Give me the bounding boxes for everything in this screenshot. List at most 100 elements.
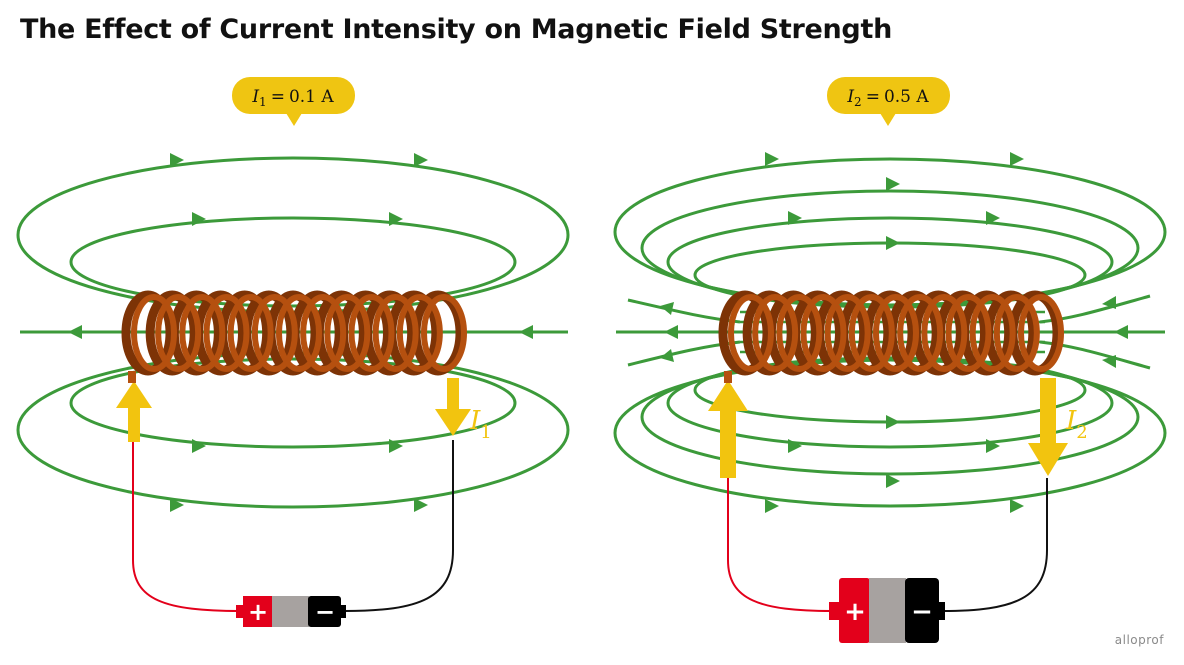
right-battery: + − xyxy=(829,578,945,643)
coil-turn xyxy=(348,294,395,372)
coil-turn xyxy=(848,294,895,372)
field-direction-arrow xyxy=(986,211,1000,225)
left-negative-wire xyxy=(344,440,454,612)
coil-turn xyxy=(728,294,774,372)
coil-turn xyxy=(251,294,298,372)
field-loop-inner-bottom xyxy=(69,357,517,449)
coil-turn xyxy=(131,294,177,372)
field-direction-arrow xyxy=(788,211,802,225)
left-current-arrow-subscript: 1 xyxy=(480,422,491,443)
field-direction-arrow xyxy=(664,325,678,339)
field-direction-arrow xyxy=(170,153,184,167)
field-direction-arrow xyxy=(788,439,802,453)
field-direction-arrow xyxy=(660,302,674,315)
right-battery-minus-sign: − xyxy=(911,597,933,627)
coil-turn xyxy=(824,294,871,372)
right-current-arrow-up xyxy=(708,371,748,478)
coil-turn xyxy=(372,294,419,372)
coil-turn xyxy=(276,294,322,372)
right-battery-plus-sign: + xyxy=(844,597,866,627)
coil-turn xyxy=(324,294,371,372)
coil-turn xyxy=(179,294,226,372)
field-direction-arrow xyxy=(519,325,533,339)
field-direction-arrow xyxy=(1010,499,1024,513)
left-battery-plus-sign: + xyxy=(248,598,268,626)
coil-turn xyxy=(300,294,347,372)
coil-turn xyxy=(155,294,202,372)
svg-text:I2: I2 xyxy=(1065,406,1088,443)
field-direction-arrow xyxy=(986,439,1000,453)
field-direction-arrow xyxy=(414,498,428,512)
field-direction-arrow xyxy=(389,212,403,226)
coil-turn xyxy=(203,294,250,372)
left-current-arrow-up xyxy=(116,371,152,442)
field-direction-arrow xyxy=(886,177,900,191)
field-direction-arrow xyxy=(765,152,779,166)
right-panel: I2 + − I2=0.5 A xyxy=(613,77,1167,643)
right-label-equals: = xyxy=(866,87,880,107)
field-direction-arrow xyxy=(886,236,900,250)
field-direction-arrow xyxy=(192,439,206,453)
coil-turn xyxy=(873,294,919,372)
alloprof-watermark: alloprof xyxy=(1114,633,1164,647)
field-direction-arrow xyxy=(765,499,779,513)
right-solenoid-coil xyxy=(718,290,1064,376)
right-label-value: 0.5 A xyxy=(884,87,929,107)
field-loop-bottom-4 xyxy=(613,358,1167,508)
coil-turn xyxy=(227,294,274,372)
left-current-arrow-down xyxy=(435,378,471,436)
left-positive-wire xyxy=(132,440,241,612)
coil-turn xyxy=(945,294,992,372)
left-label-equals: = xyxy=(271,87,285,107)
left-current-arrow-label: I xyxy=(469,406,481,436)
coil-turn xyxy=(993,294,1040,372)
svg-text:I1=0.1 A: I1 =0.1 A xyxy=(251,87,334,109)
coil-turn xyxy=(421,294,467,372)
left-battery: + − xyxy=(236,596,346,627)
right-current-arrow-label: I xyxy=(1065,406,1077,436)
left-panel: I1 + − I1=0.1 A xyxy=(16,77,570,627)
svg-text:I1: I1 xyxy=(469,406,492,443)
field-direction-arrow xyxy=(1102,355,1116,368)
right-field-lines xyxy=(613,157,1167,508)
right-current-arrow-down xyxy=(1028,378,1068,476)
coil-turn xyxy=(396,294,443,372)
field-direction-arrow xyxy=(192,212,206,226)
field-direction-arrow xyxy=(389,439,403,453)
left-solenoid-coil xyxy=(121,290,467,376)
left-current-label: I1 =0.1 A xyxy=(232,77,355,126)
left-label-symbol: I xyxy=(251,87,259,107)
right-current-arrow-subscript: 2 xyxy=(1076,422,1087,443)
field-spread-line xyxy=(1039,294,1151,324)
field-direction-arrow xyxy=(170,498,184,512)
coil-turn xyxy=(752,294,799,372)
svg-text:I2=0.5 A: I2 =0.5 A xyxy=(846,87,929,109)
field-loop-inner-top xyxy=(69,216,517,308)
left-label-subscript: 1 xyxy=(259,95,267,109)
coil-turn xyxy=(800,294,847,372)
field-direction-arrow xyxy=(886,415,900,429)
field-direction-arrow xyxy=(68,325,82,339)
field-direction-arrow xyxy=(1010,152,1024,166)
left-field-arrows xyxy=(68,153,533,512)
field-direction-arrow xyxy=(660,349,674,362)
right-current-label: I2 =0.5 A xyxy=(827,77,950,126)
field-direction-arrow xyxy=(1102,296,1116,309)
right-label-subscript: 2 xyxy=(854,95,862,109)
right-positive-wire xyxy=(727,478,833,612)
left-label-value: 0.1 A xyxy=(289,87,334,107)
field-direction-arrow xyxy=(1114,325,1128,339)
right-negative-wire xyxy=(941,478,1048,612)
field-spread-line xyxy=(1039,340,1151,370)
left-battery-minus-sign: − xyxy=(315,598,335,626)
field-direction-arrow xyxy=(886,474,900,488)
coil-turn xyxy=(776,294,823,372)
coil-turn xyxy=(897,294,944,372)
coil-turn xyxy=(1018,294,1064,372)
right-label-symbol: I xyxy=(846,87,854,107)
right-field-arrows xyxy=(660,152,1128,513)
field-direction-arrow xyxy=(414,153,428,167)
diagram-title: The Effect of Current Intensity on Magne… xyxy=(20,14,892,45)
field-loop-outer-top xyxy=(16,156,570,314)
